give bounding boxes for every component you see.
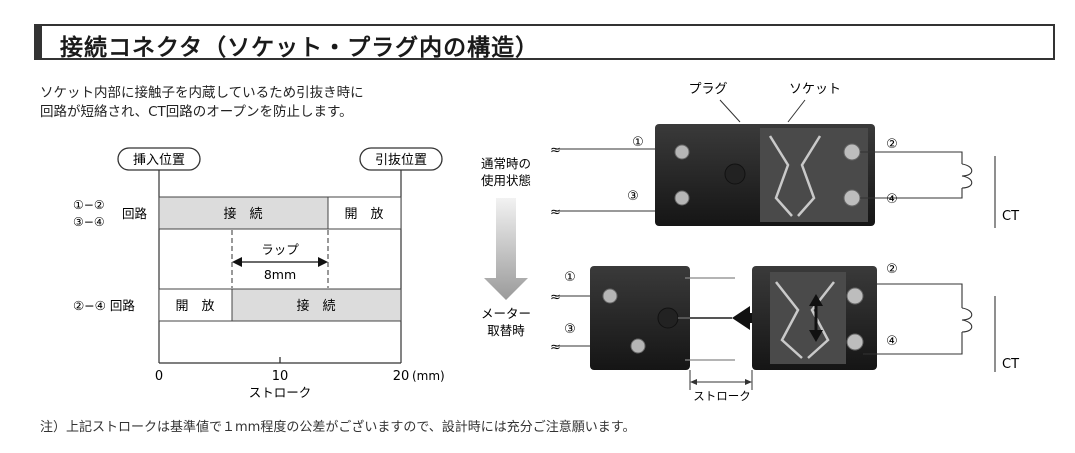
tick-20: 20 (393, 369, 410, 384)
row1-label-b: ③−④ (73, 215, 105, 229)
row1-open-label: 開 放 (344, 207, 383, 222)
screw-2-bottom (846, 287, 864, 305)
screw-3-top (674, 190, 690, 206)
socket-cavity-top (760, 128, 868, 222)
row1-connected-label: 接 続 (223, 206, 262, 222)
stroke-dim-arrow-right (745, 379, 752, 385)
terminal-2-top: ② (886, 137, 898, 152)
terminal-3-bottom: ③ (564, 322, 576, 337)
wire-4-bottom (863, 332, 963, 355)
center-hole-top (724, 163, 746, 185)
row2-open-label: 開 放 (175, 299, 214, 314)
break-mark-1b: ≈ (550, 290, 561, 305)
screw-2-top (843, 143, 861, 161)
replace-label-1: メーター (481, 306, 531, 321)
terminal-2-bottom: ② (886, 262, 898, 277)
tick-0: 0 (155, 369, 163, 384)
wire-2-bottom (863, 283, 963, 308)
screw-1-top (674, 144, 690, 160)
screw-1-bottom (602, 288, 618, 304)
timing-diagram: 挿入位置 引抜位置 接 続 開 放 ①−② ③−④ 回路 ラップ 8mm 開 放… (73, 147, 445, 400)
row1-open-bar (327, 196, 402, 230)
wire-4-top (860, 188, 963, 199)
footnote: 注）上記ストロークは基準値で１mm程度の公差がございますので、設計時には充分ご注… (40, 420, 636, 435)
description-line-1: ソケット内部に接触子を内蔵しているため引抜き時に (40, 85, 364, 101)
normal-label-1: 通常時の (481, 156, 531, 171)
screw-4-bottom (846, 333, 864, 351)
terminal-1-bottom: ① (564, 270, 576, 285)
stroke-dim-arrow-left (690, 379, 697, 385)
lap-value: 8mm (264, 267, 296, 282)
pull-arrow (732, 306, 770, 330)
description-line-2: 回路が短絡され、CT回路のオープンを防止します。 (40, 104, 353, 120)
stroke-dim-label: ストローク (693, 389, 751, 403)
row1-connected-bar (158, 196, 329, 230)
description: ソケット内部に接触子を内蔵しているため引抜き時に 回路が短絡され、CT回路のオー… (40, 84, 364, 122)
row2-open-bar (158, 288, 233, 322)
ct-coil-top (961, 163, 973, 189)
ct-coil-bottom (961, 307, 973, 333)
contact-left-top (768, 135, 793, 217)
short-arrow-up (809, 294, 823, 306)
plug-leader (719, 99, 741, 123)
row1-label-c: 回路 (122, 206, 148, 221)
terminal-3-top: ③ (627, 189, 639, 204)
socket-label: ソケット (789, 82, 841, 97)
page-title: 接続コネクタ（ソケット・プラグ内の構造） (60, 35, 540, 61)
short-arrow-down (809, 330, 823, 342)
axis-label: ストローク (249, 385, 312, 400)
tick-10: 10 (272, 369, 289, 384)
break-mark-1: ≈ (550, 143, 561, 158)
row2-connected-label: 接 続 (296, 298, 335, 314)
break-mark-3b: ≈ (550, 340, 561, 355)
normal-label-2: 使用状態 (481, 173, 531, 188)
connector-illustration: プラグ ソケット 通常時の 使用状態 メーター 取替時 ≈ ≈ ① ③ ② ④ … (481, 82, 1019, 403)
row2-connected-bar (231, 288, 402, 322)
break-mark-3: ≈ (550, 205, 561, 220)
terminal-4-top: ④ (886, 192, 898, 207)
title-box: 接続コネクタ（ソケット・プラグ内の構造） (34, 24, 1055, 61)
ct-label-top: CT (1002, 209, 1019, 224)
axis-unit: (mm) (412, 369, 445, 383)
contact-left-bottom (775, 281, 803, 359)
contact-right-top (797, 135, 822, 217)
row2-label: ②−④ 回路 (73, 298, 135, 313)
lap-arrow-right (318, 257, 328, 267)
socket-leader (787, 99, 806, 123)
screw-4-top (843, 189, 861, 207)
row1-label-a: ①−② (73, 198, 105, 212)
ct-label-bottom: CT (1002, 357, 1019, 372)
wire-2-top (860, 151, 963, 164)
socket-cavity-bottom (770, 272, 846, 364)
center-hole-bottom (657, 307, 679, 329)
contact-right-bottom (807, 281, 835, 359)
extract-position-label: 引抜位置 (375, 152, 427, 168)
lap-label: ラップ (261, 242, 299, 257)
replace-label-2: 取替時 (487, 323, 525, 338)
insert-position-label: 挿入位置 (133, 153, 185, 168)
screw-3-bottom (630, 338, 646, 354)
terminal-1-top: ① (632, 135, 644, 150)
terminal-4-bottom: ④ (886, 334, 898, 349)
plug-label: プラグ (688, 82, 727, 97)
transition-arrow (484, 198, 528, 300)
lap-arrow-left (232, 257, 242, 267)
